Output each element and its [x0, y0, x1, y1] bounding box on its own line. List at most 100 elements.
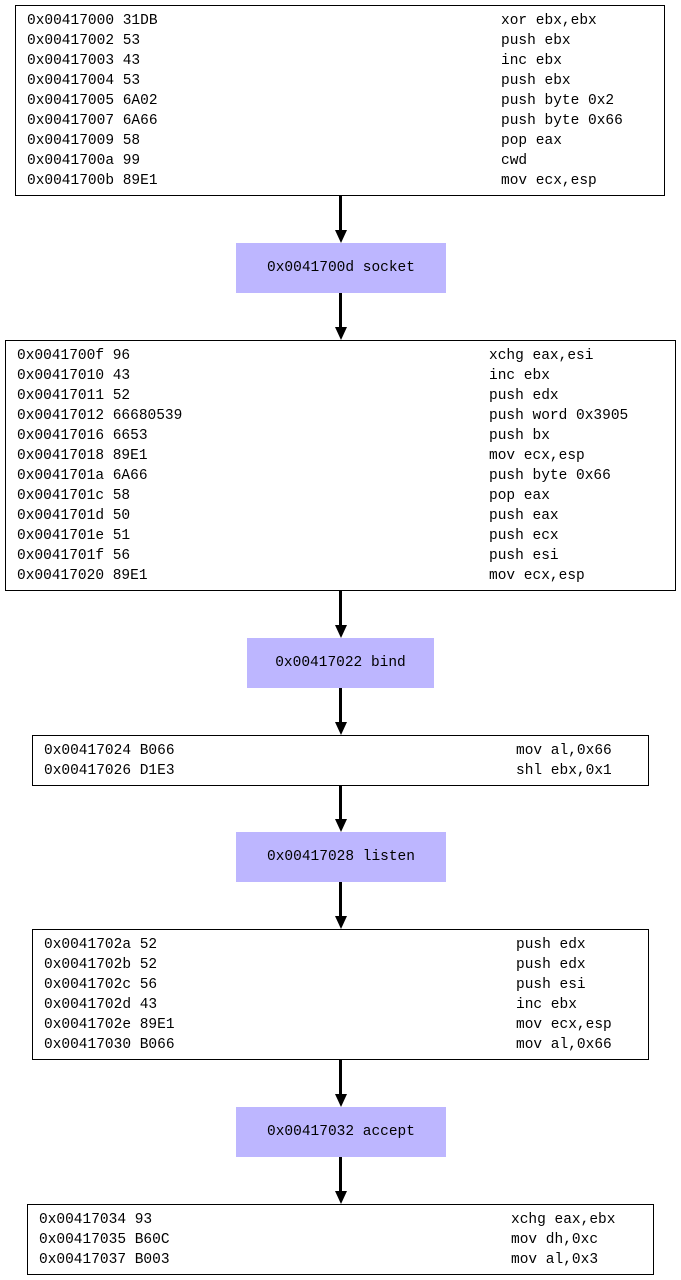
- instruction-mnemonic: push esi: [489, 548, 559, 564]
- flow-edge: [339, 882, 342, 917]
- instruction-address: 0x00417034 93: [39, 1212, 153, 1228]
- code-block: 0x0041700f 96 xchg eax,esi 0x00417010 43 in…: [5, 340, 676, 591]
- instruction-mnemonic: mov ecx,esp: [501, 173, 597, 189]
- instruction-row: 0x0041701d 50 push eax: [17, 506, 665, 526]
- instruction-mnemonic: cwd: [501, 153, 528, 169]
- instruction-mnemonic: mov ecx,esp: [489, 568, 585, 584]
- instruction-row: 0x00417005 6A02 push byte 0x2: [27, 91, 654, 111]
- instruction-row: 0x00417016 6653 push bx: [17, 426, 665, 446]
- instruction-row: 0x0041702a 52 push edx: [44, 935, 638, 955]
- instruction-address: 0x00417009 58: [27, 133, 141, 149]
- instruction-mnemonic: push byte 0x2: [501, 93, 615, 109]
- instruction-mnemonic: mov al,0x66: [516, 1037, 612, 1053]
- arrowhead-icon: [335, 722, 347, 735]
- instruction-mnemonic: mov ecx,esp: [489, 448, 585, 464]
- instruction-address: 0x00417035 B60C: [39, 1232, 170, 1248]
- instruction-mnemonic: mov ecx,esp: [516, 1017, 612, 1033]
- instruction-mnemonic: push bx: [489, 428, 550, 444]
- instruction-row: 0x00417010 43 inc ebx: [17, 366, 665, 386]
- instruction-mnemonic: inc ebx: [501, 53, 562, 69]
- instruction-mnemonic: push ebx: [501, 33, 571, 49]
- api-call-node: 0x0041700d socket: [236, 243, 446, 293]
- instruction-mnemonic: push esi: [516, 977, 586, 993]
- instruction-mnemonic: push eax: [489, 508, 559, 524]
- instruction-address: 0x00417016 6653: [17, 428, 148, 444]
- flow-edge: [339, 688, 342, 723]
- instruction-mnemonic: push byte 0x66: [501, 113, 623, 129]
- instruction-address: 0x0041702b 52: [44, 957, 158, 973]
- instruction-address: 0x00417026 D1E3: [44, 763, 175, 779]
- arrowhead-icon: [335, 230, 347, 243]
- flow-edge: [339, 591, 342, 626]
- code-block: 0x00417000 31DB xor ebx,ebx 0x00417002 53 p…: [15, 5, 665, 196]
- arrowhead-icon: [335, 1094, 347, 1107]
- code-block: 0x0041702a 52 push edx 0x0041702b 52 push e…: [32, 929, 649, 1060]
- api-call-node: 0x00417022 bind: [247, 638, 434, 688]
- instruction-address: 0x00417005 6A02: [27, 93, 158, 109]
- instruction-address: 0x0041700b 89E1: [27, 173, 158, 189]
- arrowhead-icon: [335, 1191, 347, 1204]
- instruction-row: 0x00417000 31DB xor ebx,ebx: [27, 11, 654, 31]
- instruction-address: 0x00417004 53: [27, 73, 141, 89]
- flow-edge: [339, 1060, 342, 1095]
- instruction-address: 0x0041702d 43: [44, 997, 158, 1013]
- code-block: 0x00417034 93 xchg eax,ebx 0x00417035 B60C…: [27, 1204, 654, 1275]
- instruction-mnemonic: push byte 0x66: [489, 468, 611, 484]
- instruction-mnemonic: shl ebx,0x1: [516, 763, 612, 779]
- instruction-row: 0x00417003 43 inc ebx: [27, 51, 654, 71]
- instruction-address: 0x00417003 43: [27, 53, 141, 69]
- instruction-address: 0x00417020 89E1: [17, 568, 148, 584]
- instruction-mnemonic: xchg eax,esi: [489, 348, 594, 364]
- instruction-address: 0x00417002 53: [27, 33, 141, 49]
- instruction-row: 0x0041700f 96 xchg eax,esi: [17, 346, 665, 366]
- instruction-mnemonic: pop eax: [501, 133, 562, 149]
- instruction-row: 0x00417034 93 xchg eax,ebx: [39, 1210, 643, 1230]
- instruction-row: 0x0041702c 56 push esi: [44, 975, 638, 995]
- flow-edge: [339, 196, 342, 231]
- arrowhead-icon: [335, 625, 347, 638]
- instruction-row: 0x0041702b 52 push edx: [44, 955, 638, 975]
- instruction-row: 0x00417020 89E1 mov ecx,esp: [17, 566, 665, 586]
- instruction-address: 0x00417024 B066: [44, 743, 175, 759]
- instruction-row: 0x00417007 6A66 push byte 0x66: [27, 111, 654, 131]
- instruction-address: 0x0041701e 51: [17, 528, 131, 544]
- instruction-mnemonic: mov al,0x66: [516, 743, 612, 759]
- instruction-mnemonic: pop eax: [489, 488, 550, 504]
- instruction-address: 0x0041701a 6A66: [17, 468, 148, 484]
- instruction-mnemonic: inc ebx: [489, 368, 550, 384]
- instruction-mnemonic: push edx: [516, 937, 586, 953]
- api-call-node: 0x00417032 accept: [236, 1107, 446, 1157]
- api-call-node: 0x00417028 listen: [236, 832, 446, 882]
- instruction-row: 0x00417024 B066 mov al,0x66: [44, 741, 638, 761]
- code-block: 0x00417024 B066 mov al,0x66 0x00417026 D1E…: [32, 735, 649, 786]
- instruction-address: 0x0041700f 96: [17, 348, 131, 364]
- instruction-row: 0x00417009 58 pop eax: [27, 131, 654, 151]
- instruction-address: 0x00417007 6A66: [27, 113, 158, 129]
- instruction-address: 0x00417012 66680539: [17, 408, 183, 424]
- flow-edge: [339, 293, 342, 328]
- instruction-address: 0x0041701d 50: [17, 508, 131, 524]
- arrowhead-icon: [335, 327, 347, 340]
- instruction-row: 0x00417030 B066 mov al,0x66: [44, 1035, 638, 1055]
- instruction-mnemonic: push edx: [516, 957, 586, 973]
- instruction-address: 0x0041701c 58: [17, 488, 131, 504]
- instruction-mnemonic: xchg eax,ebx: [511, 1212, 616, 1228]
- instruction-address: 0x00417030 B066: [44, 1037, 175, 1053]
- instruction-mnemonic: push edx: [489, 388, 559, 404]
- instruction-address: 0x0041702c 56: [44, 977, 158, 993]
- arrowhead-icon: [335, 819, 347, 832]
- instruction-mnemonic: xor ebx,ebx: [501, 13, 597, 29]
- instruction-row: 0x0041701c 58 pop eax: [17, 486, 665, 506]
- instruction-address: 0x0041702a 52: [44, 937, 158, 953]
- instruction-address: 0x00417010 43: [17, 368, 131, 384]
- instruction-address: 0x00417000 31DB: [27, 13, 158, 29]
- flow-edge: [339, 786, 342, 820]
